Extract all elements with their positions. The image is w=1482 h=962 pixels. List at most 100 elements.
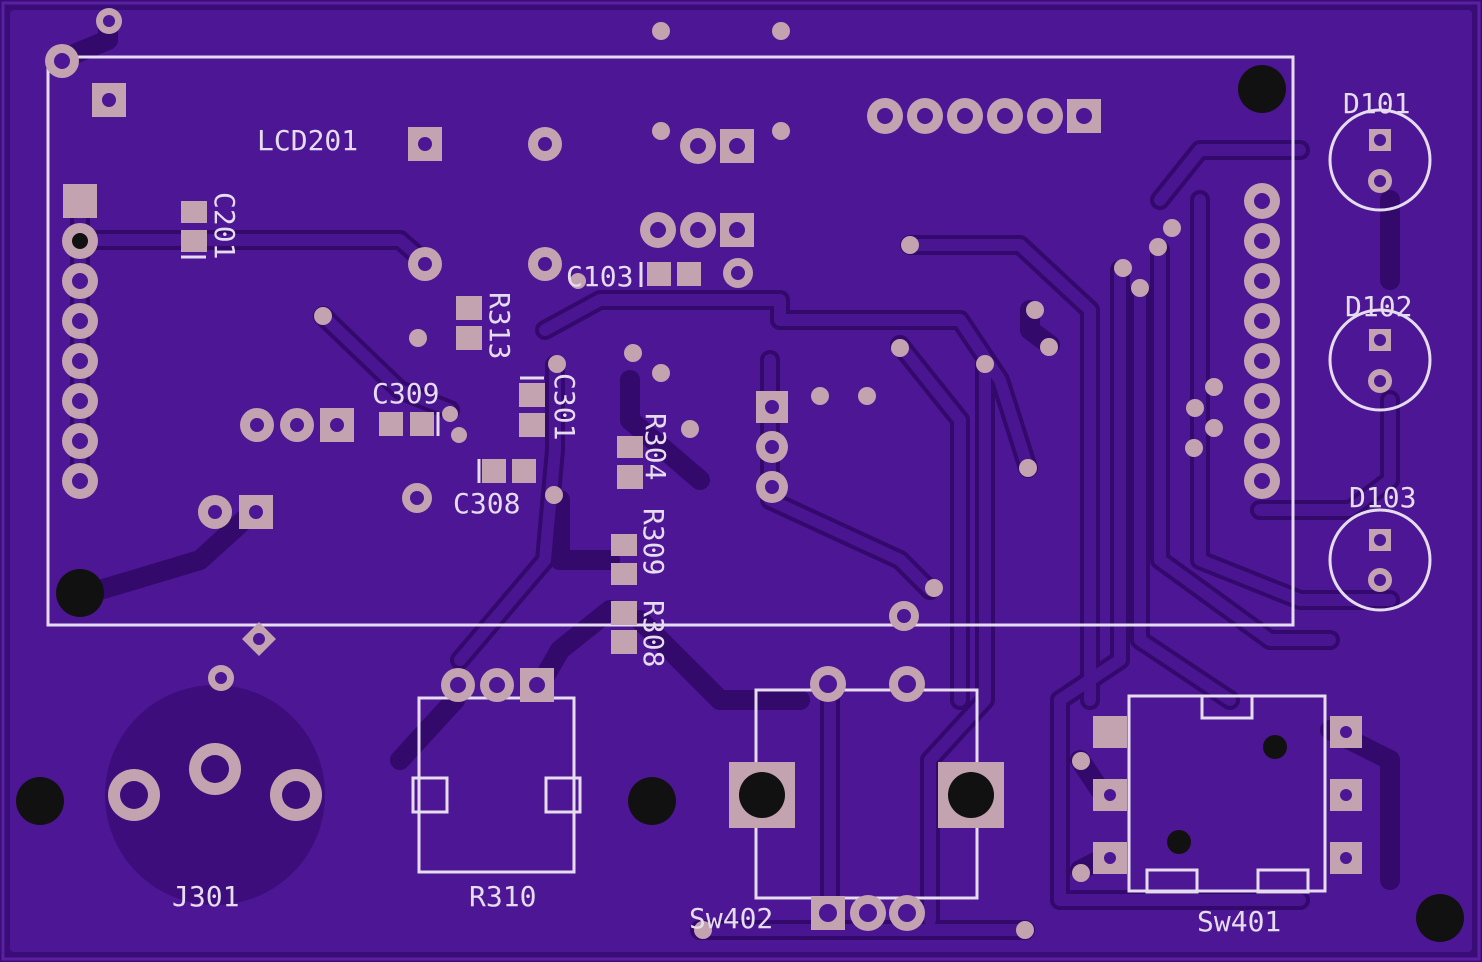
drill xyxy=(877,108,893,124)
drill xyxy=(957,108,973,124)
via xyxy=(772,122,790,140)
via xyxy=(1205,419,1223,437)
drill xyxy=(729,138,745,154)
drill xyxy=(253,633,265,645)
via xyxy=(901,236,919,254)
drill xyxy=(1374,134,1386,146)
traces xyxy=(74,144,1396,936)
r304-pad-1 xyxy=(617,436,643,458)
via xyxy=(314,307,332,325)
drill xyxy=(690,138,706,154)
via xyxy=(891,339,909,357)
drill xyxy=(1076,108,1092,124)
sw401-tab-br xyxy=(1256,868,1310,894)
header-right xyxy=(1244,183,1280,499)
via xyxy=(1163,219,1181,237)
drill xyxy=(410,491,424,505)
drill xyxy=(538,137,552,151)
via xyxy=(1185,439,1203,457)
pads xyxy=(45,8,1392,931)
drill xyxy=(1104,852,1116,864)
r308-pad-2 xyxy=(611,630,637,654)
label-c301: C301 xyxy=(548,373,581,440)
c201-pad-1 xyxy=(181,201,207,223)
c103-pad-2 xyxy=(677,262,701,286)
via xyxy=(545,486,563,504)
c301-pad-1 xyxy=(519,383,545,407)
drill xyxy=(120,781,148,809)
drill xyxy=(897,609,911,623)
drill xyxy=(1340,726,1352,738)
sw401-hole-1 xyxy=(1263,735,1287,759)
drill xyxy=(54,53,70,69)
drill xyxy=(1254,473,1270,489)
c309-pad-1 xyxy=(379,412,403,436)
drill xyxy=(1374,375,1386,387)
drill xyxy=(72,433,88,449)
r309-pad-1 xyxy=(611,534,637,556)
via xyxy=(1016,921,1034,939)
d101-outline xyxy=(1328,108,1432,212)
drill xyxy=(72,393,88,409)
drill xyxy=(250,418,264,432)
label-sw401: Sw401 xyxy=(1197,905,1281,938)
label-d102: D102 xyxy=(1345,290,1412,323)
drill xyxy=(1254,313,1270,329)
mount-hole-center xyxy=(628,777,676,825)
drill xyxy=(948,772,994,818)
via xyxy=(976,355,994,373)
via xyxy=(694,921,712,939)
via xyxy=(1149,238,1167,256)
drill xyxy=(529,677,545,693)
label-sw402: Sw402 xyxy=(689,902,773,935)
drill xyxy=(282,781,310,809)
drill xyxy=(898,675,916,693)
drill xyxy=(765,440,779,454)
r310-left-tab xyxy=(411,776,449,814)
via xyxy=(1026,301,1044,319)
label-r308: R308 xyxy=(637,600,670,667)
via xyxy=(548,355,566,373)
c201-pad-2 xyxy=(181,230,207,252)
drill xyxy=(249,505,263,519)
label-c103: C103 xyxy=(566,260,633,293)
sw401-tab-top xyxy=(1200,694,1254,720)
drill xyxy=(1254,433,1270,449)
c308-pad-1 xyxy=(482,459,506,483)
via xyxy=(1072,864,1090,882)
drill xyxy=(690,222,706,238)
label-lcd201: LCD201 xyxy=(257,124,358,157)
drill xyxy=(819,904,837,922)
drill xyxy=(859,904,877,922)
sw401-tab-bl xyxy=(1145,868,1199,894)
mount-hole-br xyxy=(1416,894,1464,942)
via xyxy=(1186,399,1204,417)
drill xyxy=(1374,534,1386,546)
drill xyxy=(72,353,88,369)
r309-pad-2 xyxy=(611,563,637,585)
silk-labels: LCD201 C201 C103 R313 C309 C301 R304 C30… xyxy=(172,87,1416,938)
via xyxy=(1072,752,1090,770)
drill xyxy=(917,108,933,124)
drill xyxy=(418,257,432,271)
drill xyxy=(1254,193,1270,209)
drill xyxy=(1374,334,1386,346)
label-c309: C309 xyxy=(372,377,439,410)
r308-pad-1 xyxy=(611,601,637,625)
drill xyxy=(72,233,88,249)
via xyxy=(624,344,642,362)
drill xyxy=(201,755,229,783)
drill xyxy=(898,904,916,922)
drill xyxy=(1254,273,1270,289)
drill xyxy=(538,257,552,271)
via xyxy=(1131,279,1149,297)
drill xyxy=(215,672,227,684)
drill xyxy=(330,418,344,432)
r313-pad-2 xyxy=(456,326,482,350)
via xyxy=(442,406,458,422)
mounting-holes xyxy=(16,65,1464,942)
via xyxy=(1114,259,1132,277)
label-d103: D103 xyxy=(1349,481,1416,514)
